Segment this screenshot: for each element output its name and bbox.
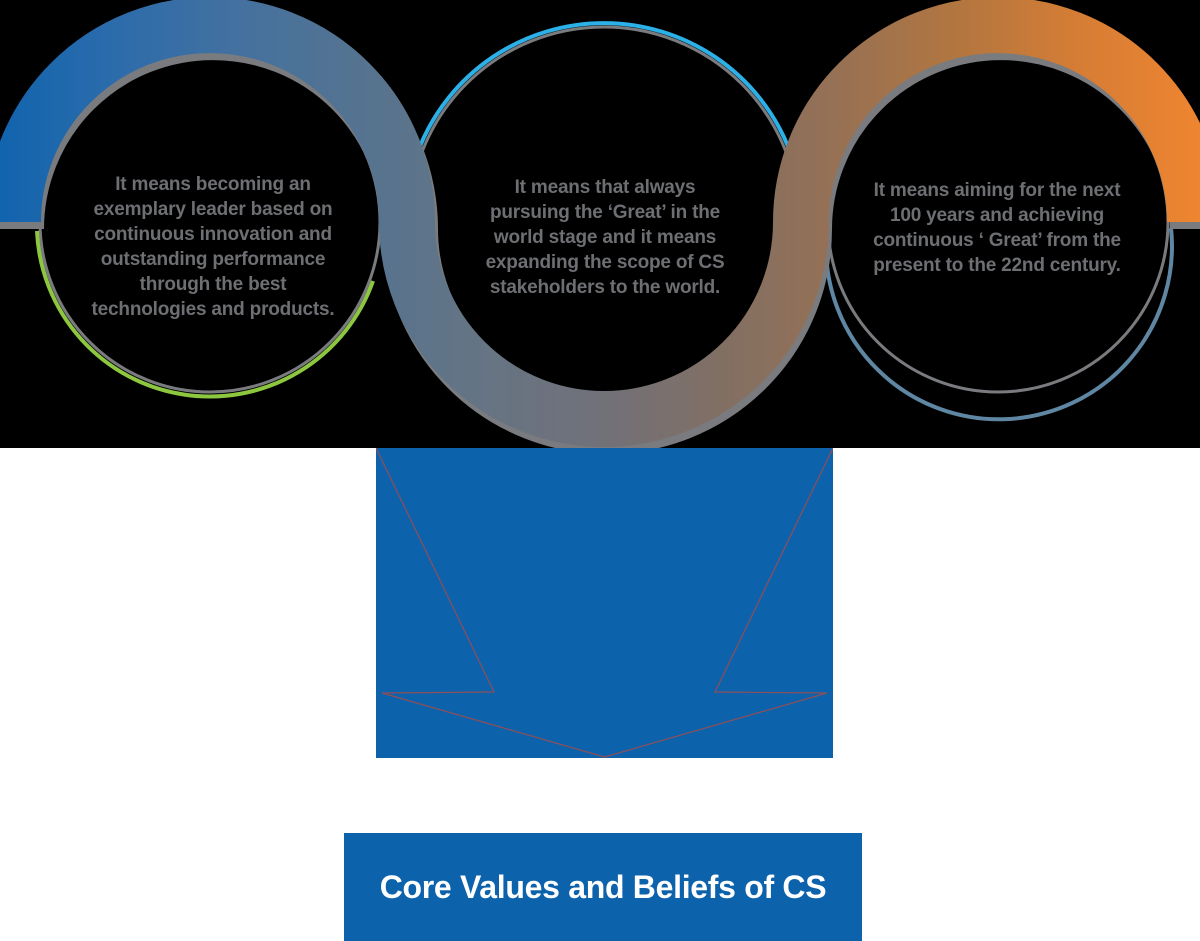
down-arrow-outline-svg	[376, 448, 833, 758]
value-description-world-stage: It means that always pursuing the ‘Great…	[485, 177, 725, 298]
down-arrow-block	[376, 448, 833, 758]
s-curve-ribbon-graphic	[0, 0, 1200, 448]
hero-black-background	[0, 0, 1200, 448]
steel-accent-arc	[823, 227, 1174, 422]
value-description-innovation: It means becoming an exemplary leader ba…	[91, 174, 335, 320]
core-values-banner: Core Values and Beliefs of CS	[344, 833, 862, 941]
gradient-s-ribbon	[0, 0, 1200, 447]
value-description-next-100-years: It means aiming for the next 100 years a…	[873, 180, 1121, 276]
down-arrow-outline	[376, 448, 833, 758]
green-accent-arc	[35, 230, 375, 399]
core-values-banner-label: Core Values and Beliefs of CS	[379, 868, 827, 905]
cyan-accent-arc	[417, 21, 791, 149]
